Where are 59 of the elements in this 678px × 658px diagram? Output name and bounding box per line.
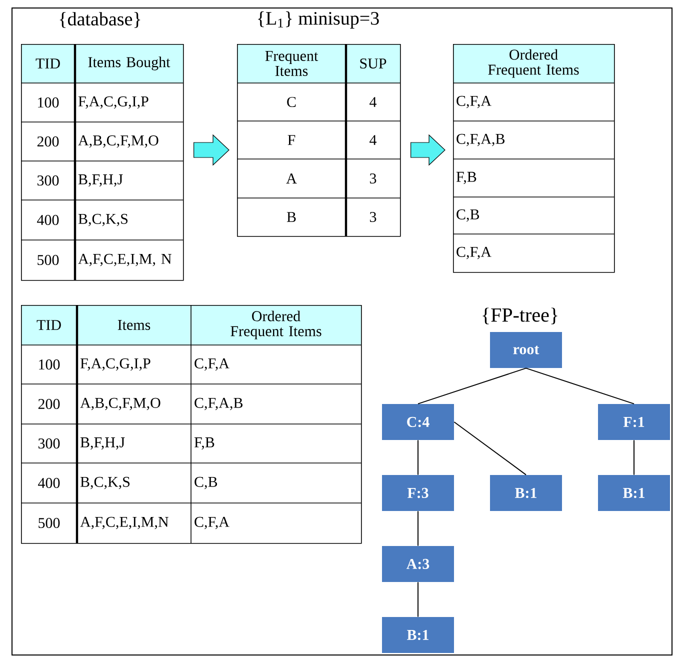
table-cell: A,F,C,E,I,M,N [80, 516, 168, 530]
tree-node: B:1 [382, 617, 454, 653]
table-cell: 3 [370, 212, 376, 222]
table-cell: C [287, 96, 296, 108]
table-cell: 400 [37, 214, 59, 226]
tree-title: {FP-tree} [482, 308, 558, 324]
table-cell: A,B,C,F,M,O [78, 135, 158, 148]
header-cell: SUP [346, 44, 400, 83]
connector-line [454, 422, 526, 476]
table-cell: 100 [39, 359, 60, 370]
table-cell: 500 [38, 254, 59, 266]
table-cell: B,F,H,J [80, 437, 125, 450]
header-cell: Ordered Frequent Items [191, 305, 361, 345]
tree-node: F:1 [598, 404, 670, 440]
header-cell: Ordered Frequent Items [453, 44, 614, 83]
block-arrow [410, 134, 446, 166]
table-cell: B,F,H,J [78, 174, 123, 187]
table-cell: 3 [370, 173, 376, 184]
table-cell: 100 [38, 97, 59, 108]
table-cell: B [286, 212, 296, 222]
table-cell: 300 [37, 175, 59, 186]
table-cell: F,B [194, 437, 214, 450]
table-cell: C,F,A [194, 358, 230, 371]
table-cell: A,B,C,F,M,O [80, 398, 160, 410]
table-cell: 400 [38, 478, 60, 488]
table-cell: F,A,C,G,I,P [80, 358, 150, 371]
tree-node: B:1 [490, 475, 562, 511]
table-cell: 4 [370, 135, 377, 145]
tree-node: B:1 [598, 475, 670, 511]
table-title: {database} [60, 12, 140, 28]
table-cell: 300 [38, 438, 60, 449]
tree-node: C:4 [382, 404, 454, 440]
tree-node: A:3 [382, 546, 454, 582]
table-cell: C,F,A [456, 96, 492, 108]
header-cell: TID [21, 44, 75, 83]
table-cell: B,C,K,S [80, 476, 130, 490]
table-cell: 4 [370, 97, 377, 107]
connector-line [526, 368, 634, 404]
table-cell: A,F,C,E,I,M, N [78, 254, 172, 266]
table-title: {L$_{1}$} minisup=3 [258, 11, 379, 29]
table-cell: C,B [456, 209, 480, 222]
table-cell: C,F,A [194, 516, 230, 530]
connector-line [418, 368, 526, 404]
table-cell: F,B [456, 172, 476, 184]
header-cell: TID [21, 305, 77, 345]
table-cell: F [288, 135, 296, 145]
table-cell: A [286, 174, 297, 184]
table-cell: 200 [38, 398, 60, 410]
table-cell: C,F,A,B [456, 134, 504, 146]
table-cell: C,B [194, 476, 218, 490]
table-cell: F,A,C,G,I,P [78, 96, 148, 109]
table-cell: 200 [37, 136, 59, 147]
table-cell: B,C,K,S [78, 214, 128, 226]
tree-node: root [490, 332, 562, 368]
tree-node: F:3 [382, 475, 454, 511]
block-arrow [194, 134, 230, 166]
table-cell: C,F,A [456, 246, 492, 260]
table-cell: 500 [38, 518, 60, 528]
table-cell: C,F,A,B [194, 398, 242, 410]
